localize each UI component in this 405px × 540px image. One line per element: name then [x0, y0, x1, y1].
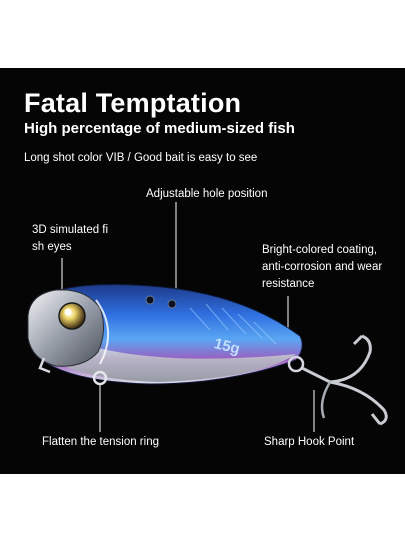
callout-hook-point: Sharp Hook Point [264, 436, 355, 448]
treble-hook-upper [329, 334, 372, 384]
tagline: Long shot color VIB / Good bait is easy … [24, 152, 258, 164]
callout-fish-eyes: 3D simulated fi sh eyes [32, 224, 109, 253]
gill-line [95, 299, 110, 365]
chin-hook [38, 357, 51, 374]
callout-tension-ring: Flatten the tension ring [42, 436, 159, 448]
split-ring-front [92, 370, 108, 386]
page-title: Fatal Temptation [24, 88, 242, 118]
treble-barb-upper [352, 334, 364, 346]
eye-highlight [64, 308, 72, 316]
scale-pattern [189, 303, 277, 345]
split-ring-rear [287, 355, 305, 373]
treble-shank [301, 366, 331, 384]
tie-hole-1 [145, 295, 155, 305]
tie-hole-2 [167, 299, 177, 309]
product-panel: Fatal Temptation High percentage of medi… [0, 68, 405, 474]
treble-hook-back [320, 381, 332, 419]
page-subtitle: High percentage of medium-sized fish [24, 120, 295, 137]
callout-coating: Bright-colored coating, anti-corrosion a… [262, 244, 383, 290]
treble-hook-lower [329, 380, 388, 426]
lure-illustration [27, 202, 388, 432]
treble-barb-lower [370, 413, 382, 425]
lure-belly [60, 340, 296, 382]
fish-eye-icon [58, 302, 86, 330]
callout-hole-position: Adjustable hole position [146, 188, 268, 200]
